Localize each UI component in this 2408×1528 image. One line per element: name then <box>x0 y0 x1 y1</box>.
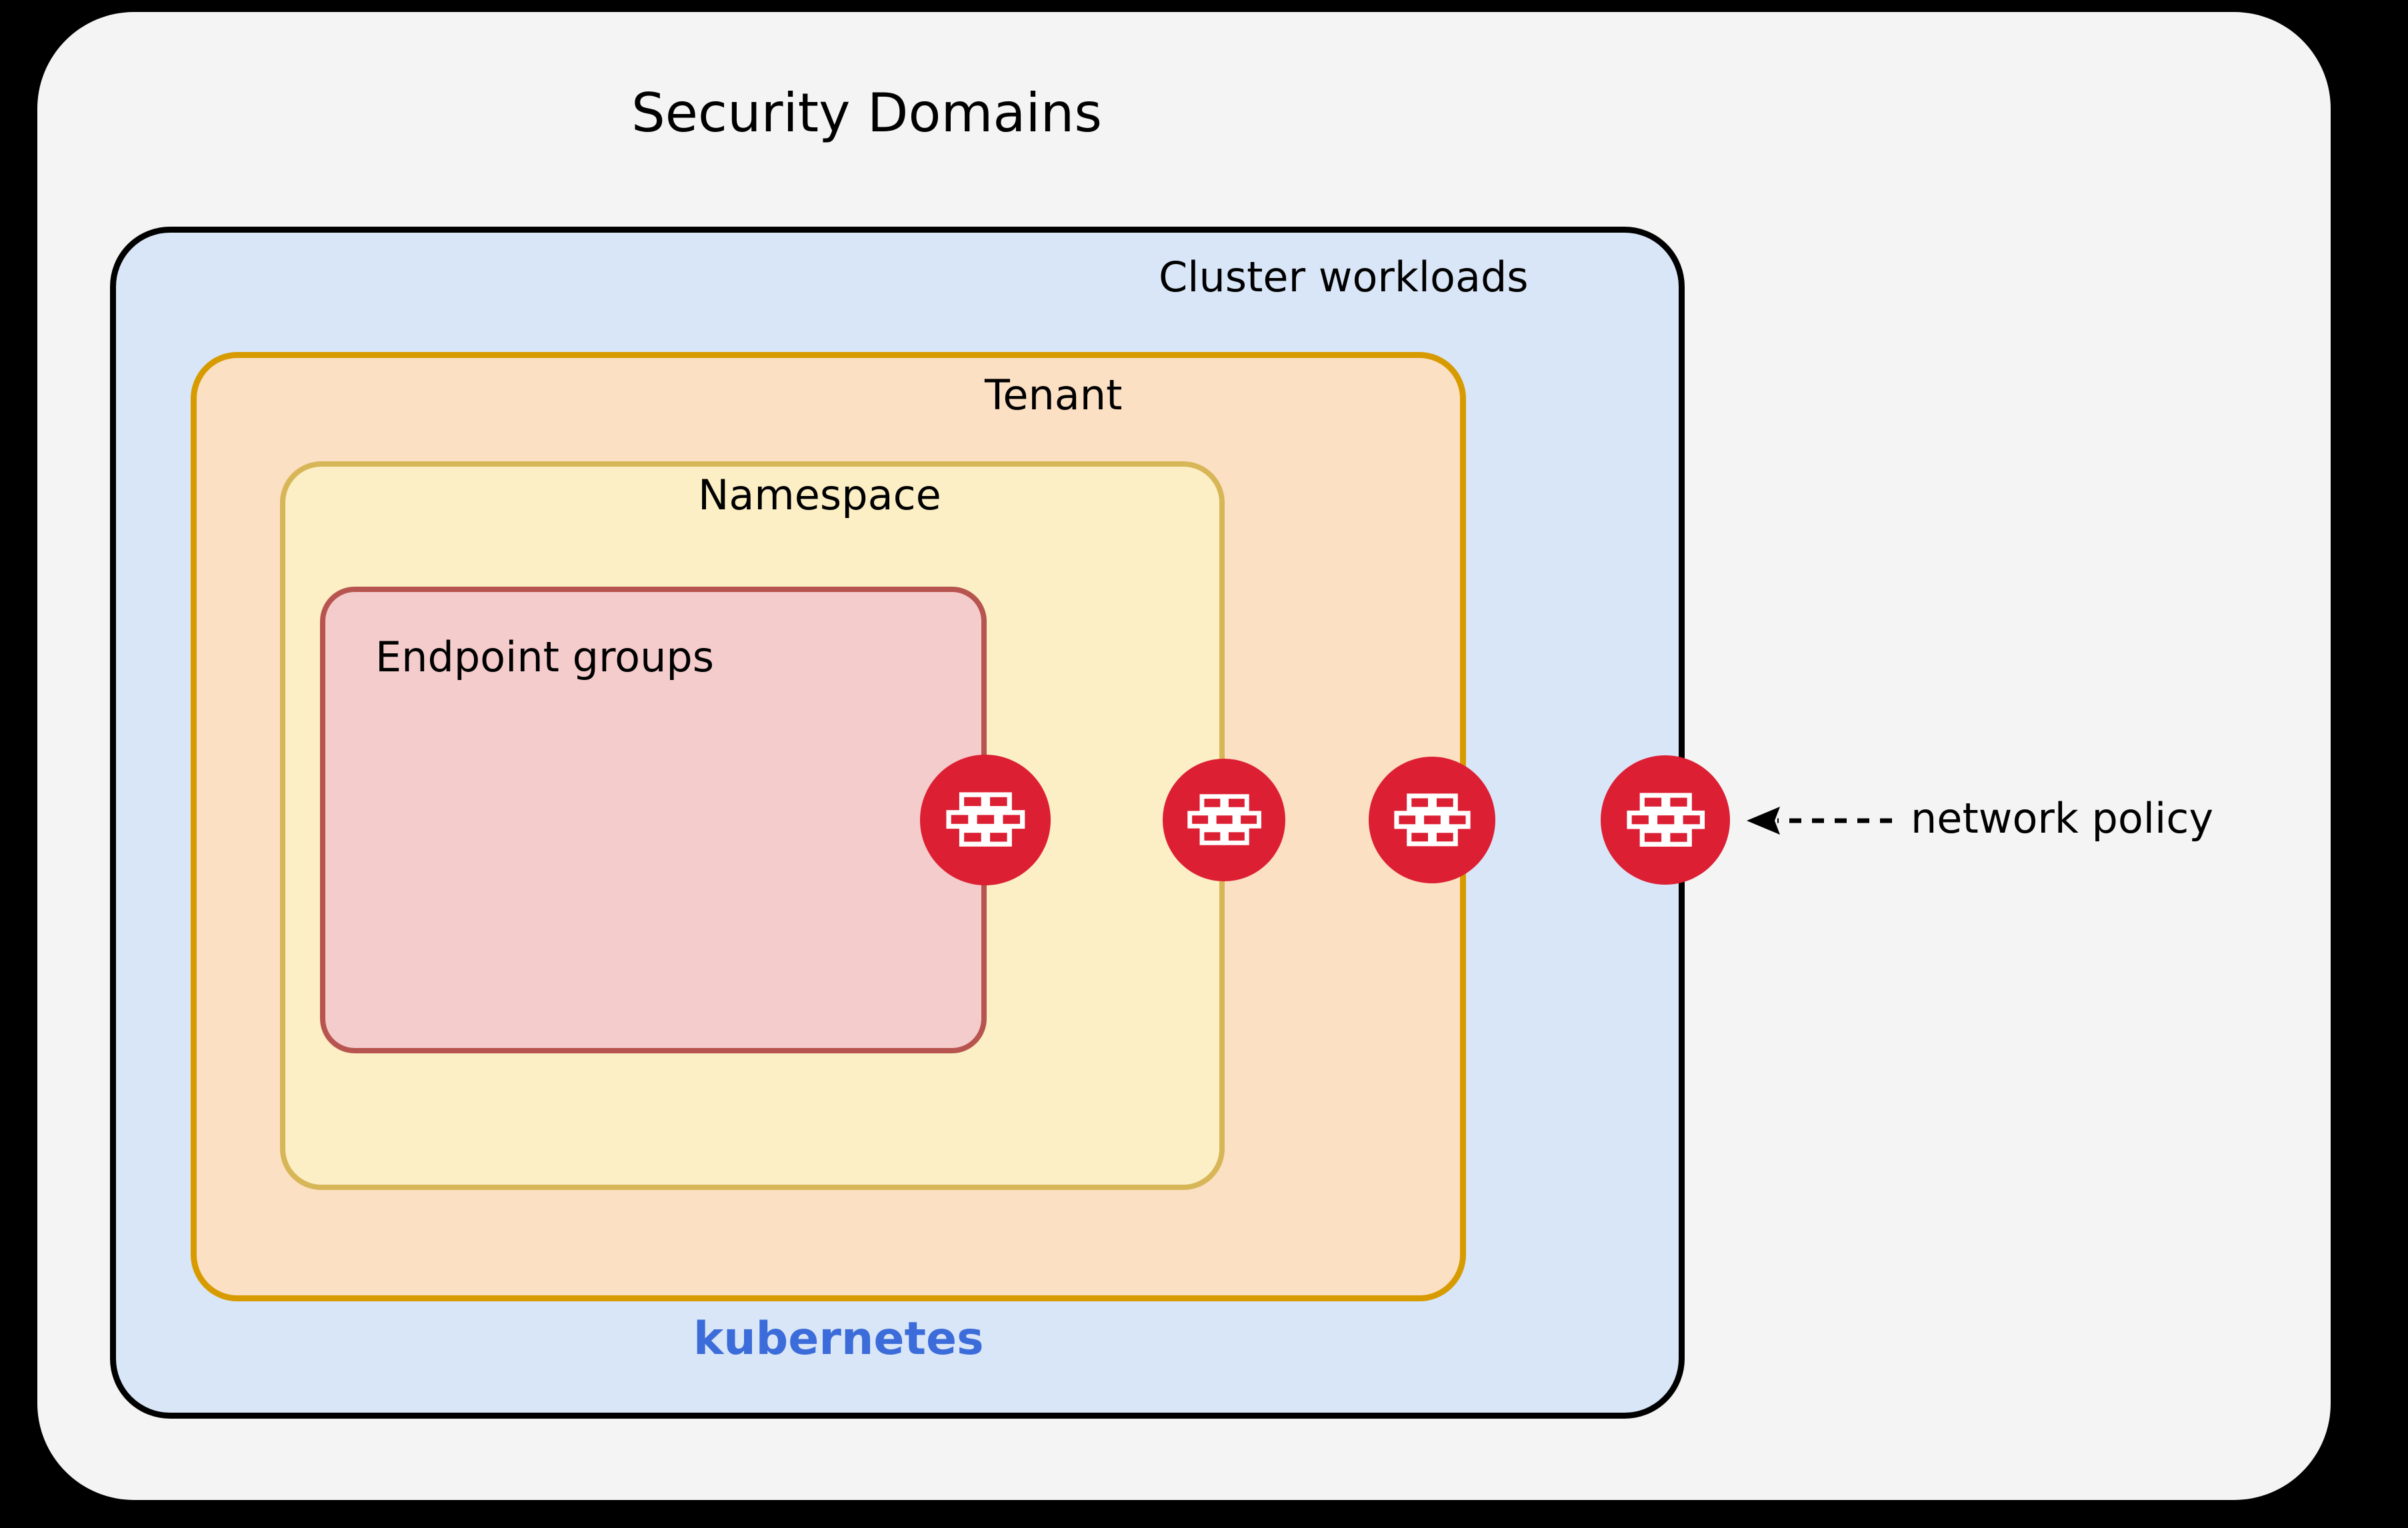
firewall-badge-cluster-workloads[interactable] <box>1601 755 1730 885</box>
tenant-label: Tenant <box>985 371 1123 419</box>
endpoint-groups-label: Endpoint groups <box>375 633 715 681</box>
firewall-badge-namespace[interactable] <box>1163 759 1285 881</box>
firewall-badge-endpoint-groups[interactable] <box>920 755 1051 885</box>
firewall-brick-icon <box>1627 793 1705 847</box>
network-policy-arrow-icon <box>1747 807 1892 835</box>
firewall-brick-icon <box>1187 794 1261 845</box>
firewall-badge-tenant[interactable] <box>1369 757 1495 883</box>
endpoint-groups-container <box>320 587 987 1053</box>
kubernetes-wordmark: kubernetes <box>693 1313 984 1365</box>
network-policy-label: network policy <box>1911 794 2214 843</box>
page-title: Security Domains <box>631 82 1103 144</box>
namespace-label: Namespace <box>698 471 941 519</box>
firewall-brick-icon <box>946 792 1025 847</box>
cluster-workloads-label: Cluster workloads <box>1159 253 1529 301</box>
firewall-brick-icon <box>1394 793 1471 846</box>
